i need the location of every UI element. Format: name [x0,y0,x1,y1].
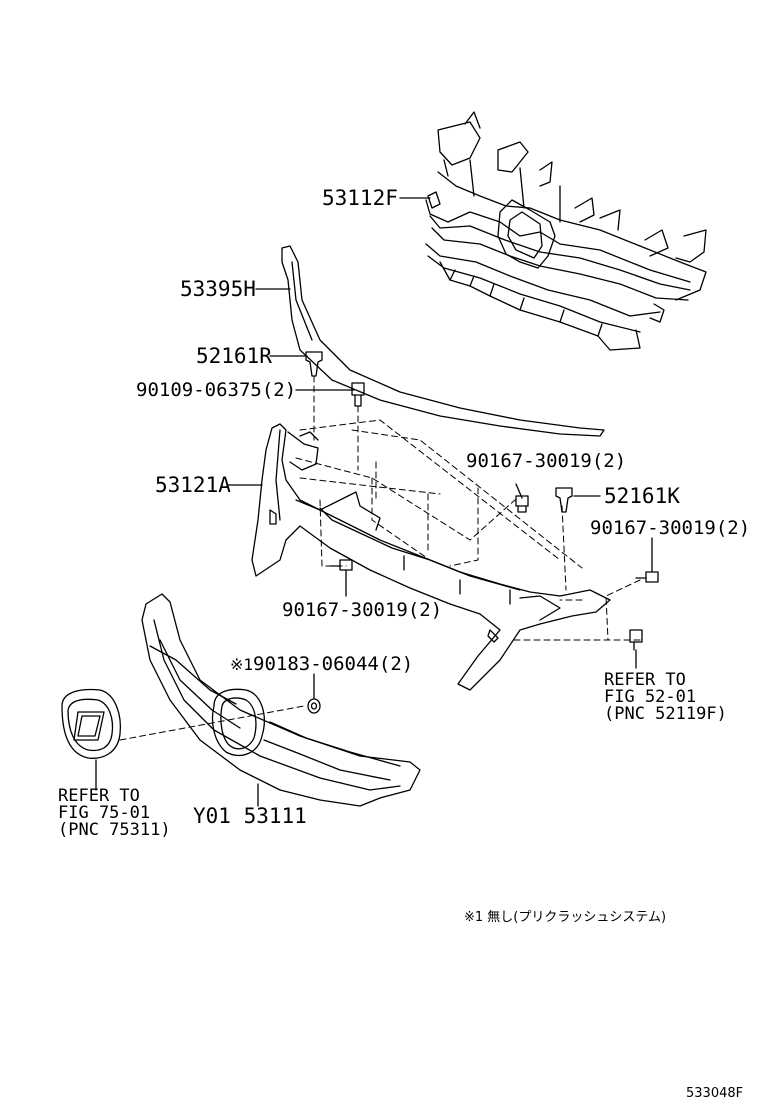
refer-to-fig-52-01: REFER TO FIG 52-01 (PNC 52119F) [604,672,727,723]
label-53111: 53111 [243,804,307,828]
molding-53395H [281,245,605,437]
label-52161K: 52161K [604,484,680,508]
refer-to-fig-75-01: REFER TO FIG 75-01 (PNC 75311) [58,788,171,839]
emblem-ref-75311 [61,688,122,759]
label-90183-text: 90183-06044(2) [253,653,414,675]
label-90167-right: 90167-30019(2) [590,517,751,539]
label-52161R: 52161R [196,344,272,368]
label-90167-bottom: 90167-30019(2) [282,599,443,621]
refer-left-line3: (PNC 75311) [58,820,171,840]
lower-grille-53111 [141,593,421,807]
label-53121A: 53121A [155,473,231,497]
label-53395H: 53395H [180,277,256,301]
bolt-ref-52119F [629,629,643,651]
footnote-mark: ※1 [230,655,254,674]
refer-right-line3: (PNC 52119F) [604,704,727,724]
refer-right-line2: FIG 52-01 [604,687,697,707]
footnote: ※1 無し(プリクラッシュシステム) [464,910,667,925]
upper-grille-53112F [425,111,707,351]
retainer-53121A [251,423,611,691]
label-90109-06375: 90109-06375(2) [136,379,297,401]
screw-90167-bottom [329,559,353,571]
screw-90109 [351,382,365,407]
screw-90167-right [635,571,659,583]
refer-right-line1: REFER TO [604,670,686,690]
screw-90167-top [515,495,529,513]
washer-90183 [307,698,321,714]
clip-52161K [555,487,573,513]
clip-52161R [305,351,323,377]
refer-left-line1: REFER TO [58,786,140,806]
refer-left-line2: FIG 75-01 [58,803,151,823]
label-Y01-53111: Y01 53111 [193,804,307,828]
label-Y01: Y01 [193,804,231,828]
label-90167-top: 90167-30019(2) [466,450,627,472]
label-90183-06044: ※190183-06044(2) [230,654,413,674]
label-53112F: 53112F [322,186,398,210]
dashed-leaders [119,375,641,741]
figure-number: 533048F [686,1086,744,1101]
